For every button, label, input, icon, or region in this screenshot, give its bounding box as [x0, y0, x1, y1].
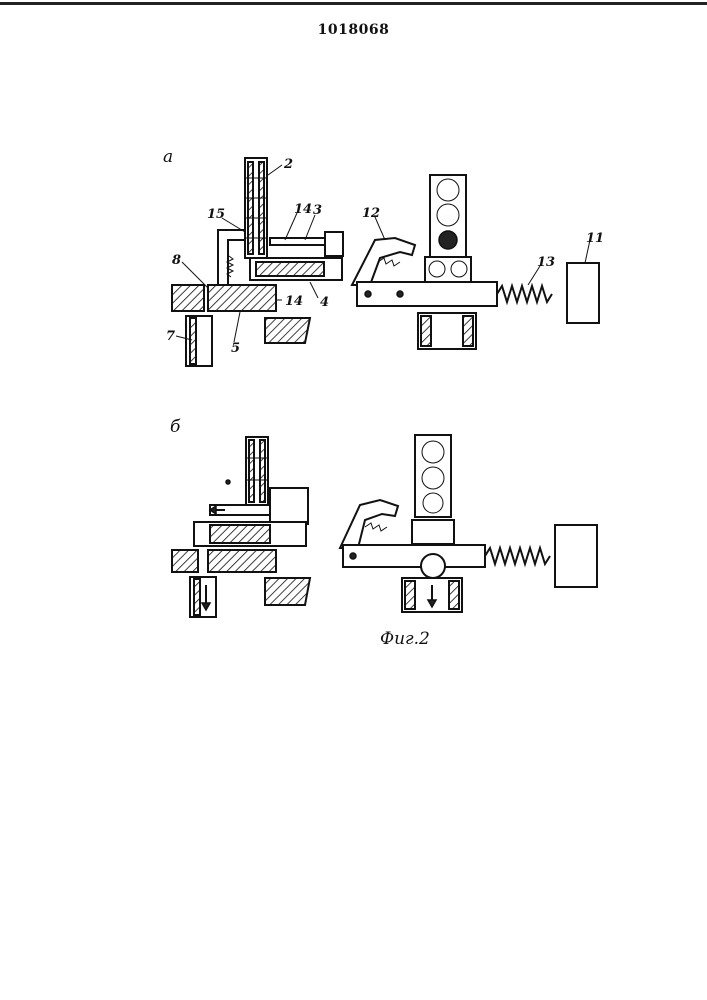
spring-13-a: [497, 286, 552, 302]
ball-column-b: [415, 435, 451, 517]
lower-block-a: [265, 318, 310, 343]
magazine-tube-b: [246, 437, 268, 505]
leader-5: [234, 312, 240, 342]
view-label-a: а: [163, 147, 173, 167]
label-12: 12: [362, 206, 380, 221]
gripper-lever-12-a: [352, 238, 415, 285]
view-label-b: б: [170, 417, 181, 437]
ball-holder-a: [425, 257, 471, 282]
gripper-spring-b: [365, 523, 387, 531]
pusher-rod-a: [270, 238, 325, 245]
horizontal-arm-b: [343, 545, 485, 567]
slide-4-hatch-a: [256, 262, 324, 276]
part-8-b: [172, 550, 198, 572]
figure-caption: Фиг.2: [380, 629, 430, 649]
leader-2: [268, 165, 282, 175]
base-block-5-a: [208, 285, 276, 311]
leader-4: [310, 282, 318, 298]
ball-roller-b: [421, 554, 445, 578]
label-5: 5: [231, 341, 240, 356]
label-3: 3: [313, 203, 322, 218]
block-11-b: [555, 525, 597, 587]
label-11: 11: [586, 231, 604, 246]
gripper-spring-a: [378, 258, 400, 266]
pivot-a1: [365, 291, 371, 297]
label-15: 15: [207, 207, 225, 222]
leader-3: [305, 215, 315, 240]
receiver-hatch-right-b: [449, 581, 459, 609]
pusher-head-b: [270, 488, 308, 524]
receiver-hatch-left-b: [405, 581, 415, 609]
spring-b: [485, 548, 550, 564]
label-14-bottom: 14: [285, 294, 303, 309]
magazine-tube-a: [245, 158, 267, 258]
label-2: 2: [283, 157, 293, 172]
pusher-head-a: [325, 232, 343, 256]
base-block-b: [208, 550, 276, 572]
outlet-7-hatch-a: [190, 318, 196, 364]
slide-hatch-b: [210, 525, 270, 543]
ball-a3: [439, 231, 457, 249]
label-14-top: 14: [294, 202, 312, 217]
pivot-b1: [350, 553, 356, 559]
dot-b: [226, 480, 230, 484]
block-11-a: [567, 263, 599, 323]
ball-holder-b: [412, 520, 454, 544]
part-8-a: [172, 285, 204, 311]
label-13: 13: [537, 255, 555, 270]
pivot-a2: [397, 291, 403, 297]
receiver-hatch-left-a: [421, 316, 431, 346]
receiver-hatch-right-a: [463, 316, 473, 346]
label-8: 8: [172, 253, 181, 268]
label-4: 4: [320, 295, 329, 310]
outlet-hatch-b: [194, 579, 200, 615]
leader-14a: [285, 213, 297, 240]
horizontal-arm-a: [357, 282, 497, 306]
label-7: 7: [166, 329, 175, 344]
lower-block-b: [265, 578, 310, 605]
